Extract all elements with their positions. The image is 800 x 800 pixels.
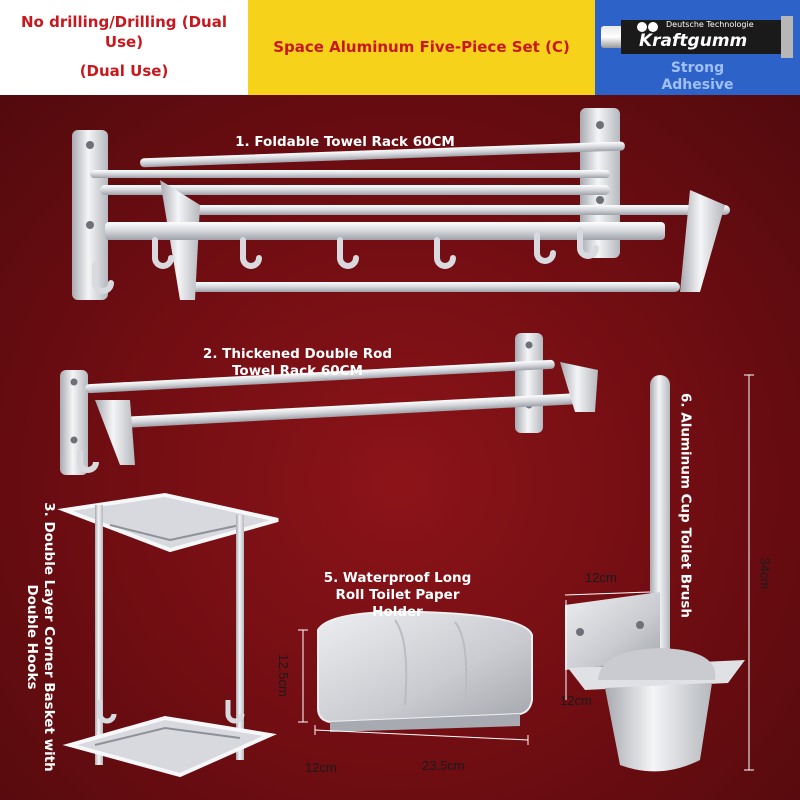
- adhesive-label-2: Adhesive: [661, 77, 734, 93]
- paper-height-dim: 12.5cm: [275, 654, 291, 697]
- paper-width-dim: 23.5cm: [422, 758, 465, 773]
- set-title-panel: Space Aluminum Five-Piece Set (C): [248, 0, 595, 95]
- item2-line1: 2. Thickened Double Rod: [202, 346, 393, 362]
- install-mode-panel: No drilling/Drilling (Dual Use) (Dual Us…: [0, 0, 248, 95]
- install-mode-line1: No drilling/Drilling (Dual: [21, 13, 227, 31]
- item2-line2: Towel Rack 60CM: [232, 363, 363, 379]
- adhesive-brand: Kraftgumm: [639, 31, 748, 51]
- install-mode-text: No drilling/Drilling (Dual Use): [0, 12, 248, 52]
- item5-label: 5. Waterproof Long Roll Toilet Paper Hol…: [310, 570, 485, 621]
- item3-line2: Double Hooks: [24, 584, 40, 690]
- header-bar: No drilling/Drilling (Dual Use) (Dual Us…: [0, 0, 800, 95]
- dimension-lines: [298, 374, 754, 771]
- adhesive-panel: Deutsche Technologie Kraftgumm Strong Ad…: [595, 0, 800, 95]
- set-title: Space Aluminum Five-Piece Set (C): [273, 38, 570, 56]
- double-rod-towel-rack: [60, 333, 598, 475]
- adhesive-label-1: Strong: [670, 60, 725, 76]
- item3-label: 3. Double Layer Corner Basket with Doubl…: [23, 487, 57, 787]
- item5-line3: Holder: [372, 604, 423, 620]
- foldable-towel-rack: [72, 108, 730, 300]
- brush-top-width-dim: 12cm: [585, 570, 617, 585]
- paper-depth-dim: 12cm: [305, 760, 337, 775]
- item6-label: 6. Aluminum Cup Toilet Brush: [677, 393, 694, 618]
- brush-base-width-dim: 12cm: [560, 693, 592, 708]
- item2-label: 2. Thickened Double Rod Towel Rack 60CM: [190, 346, 405, 380]
- toilet-brush: [565, 375, 745, 772]
- item1-label: 1. Foldable Towel Rack 60CM: [235, 134, 455, 150]
- item3-line1: 3. Double Layer Corner Basket with: [41, 502, 57, 772]
- adhesive-tube-icon: [601, 16, 793, 58]
- item5-line1: 5. Waterproof Long: [323, 570, 472, 586]
- install-mode-line2: Use): [104, 33, 144, 51]
- install-mode-line3: (Dual Use): [79, 62, 169, 80]
- brush-height-dim: 34cm: [757, 557, 773, 590]
- toilet-paper-holder: [317, 610, 533, 732]
- corner-basket: [57, 492, 279, 778]
- item5-line2: Roll Toilet Paper: [335, 587, 460, 603]
- adhesive-small-print: Deutsche Technologie: [666, 20, 754, 29]
- adhesive-label: Strong Adhesive: [595, 60, 800, 94]
